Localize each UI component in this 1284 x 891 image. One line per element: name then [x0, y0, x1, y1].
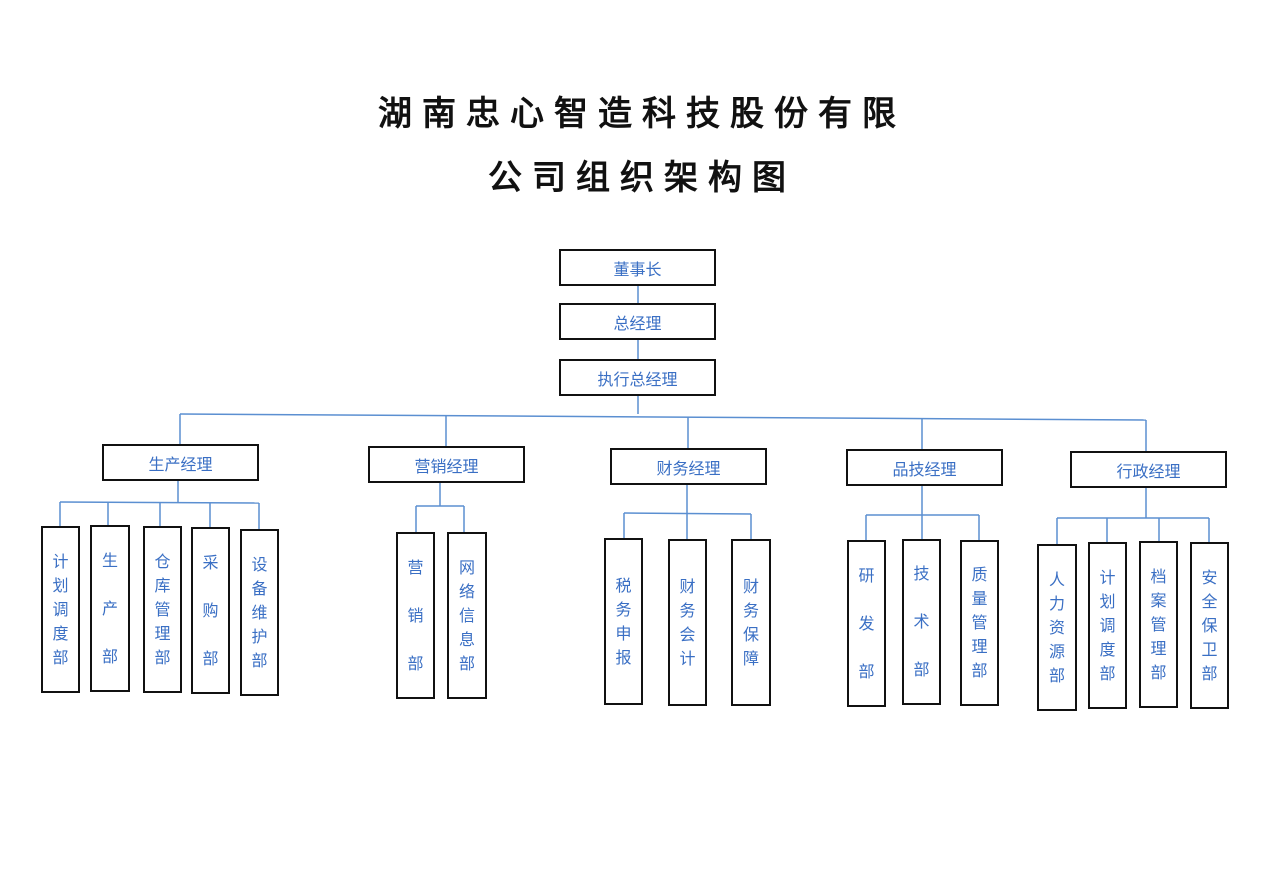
department-box: 网络信息部: [447, 532, 487, 699]
department-label: 财务保障: [743, 576, 760, 668]
department-label: 计划调度部: [52, 551, 69, 667]
department-box: 计划调度部: [1088, 542, 1127, 709]
general-manager-box: 总经理: [559, 303, 716, 340]
department-box: 财务会计: [668, 539, 707, 706]
department-box: 研发部: [847, 540, 886, 707]
department-label: 网络信息部: [459, 557, 476, 673]
department-box: 设备维护部: [240, 529, 279, 696]
department-label: 设备维护部: [251, 554, 268, 670]
department-box: 技术部: [902, 539, 941, 705]
executive-general-manager-box: 执行总经理: [559, 359, 716, 396]
department-box: 计划调度部: [41, 526, 80, 693]
chart-title-line-1: 湖南忠心智造科技股份有限: [378, 94, 906, 134]
chairman-box: 董事长: [559, 249, 716, 286]
chart-title-line-2: 公司组织架构图: [488, 158, 796, 198]
marketing-manager-box: 营销经理: [368, 446, 525, 483]
department-label: 安全保卫部: [1201, 567, 1218, 683]
department-box: 税务申报: [604, 538, 643, 705]
department-box: 仓库管理部: [143, 526, 182, 693]
department-box: 财务保障: [731, 539, 771, 706]
department-label: 计划调度部: [1099, 567, 1116, 683]
finance-manager-box: 财务经理: [610, 448, 767, 485]
department-box: 营销部: [396, 532, 435, 699]
department-label: 人力资源部: [1049, 569, 1066, 685]
department-label: 档案管理部: [1150, 566, 1167, 682]
department-label: 研发部: [858, 565, 875, 681]
department-box: 采购部: [191, 527, 230, 694]
department-box: 安全保卫部: [1190, 542, 1229, 709]
admin-manager-box: 行政经理: [1070, 451, 1227, 488]
department-box: 人力资源部: [1037, 544, 1077, 711]
department-label: 技术部: [913, 564, 930, 679]
department-label: 财务会计: [679, 576, 696, 668]
department-label: 质量管理部: [971, 565, 988, 680]
department-label: 税务申报: [615, 575, 632, 667]
department-label: 采购部: [202, 552, 219, 668]
connector-main-bus: [179, 413, 1147, 421]
quality-tech-manager-box: 品技经理: [846, 449, 1003, 486]
production-manager-box: 生产经理: [102, 444, 259, 481]
department-box: 生产部: [90, 525, 130, 692]
department-label: 营销部: [407, 557, 424, 673]
department-box: 档案管理部: [1139, 541, 1178, 708]
department-label: 仓库管理部: [154, 551, 171, 667]
department-label: 生产部: [102, 550, 119, 666]
department-box: 质量管理部: [960, 540, 999, 706]
